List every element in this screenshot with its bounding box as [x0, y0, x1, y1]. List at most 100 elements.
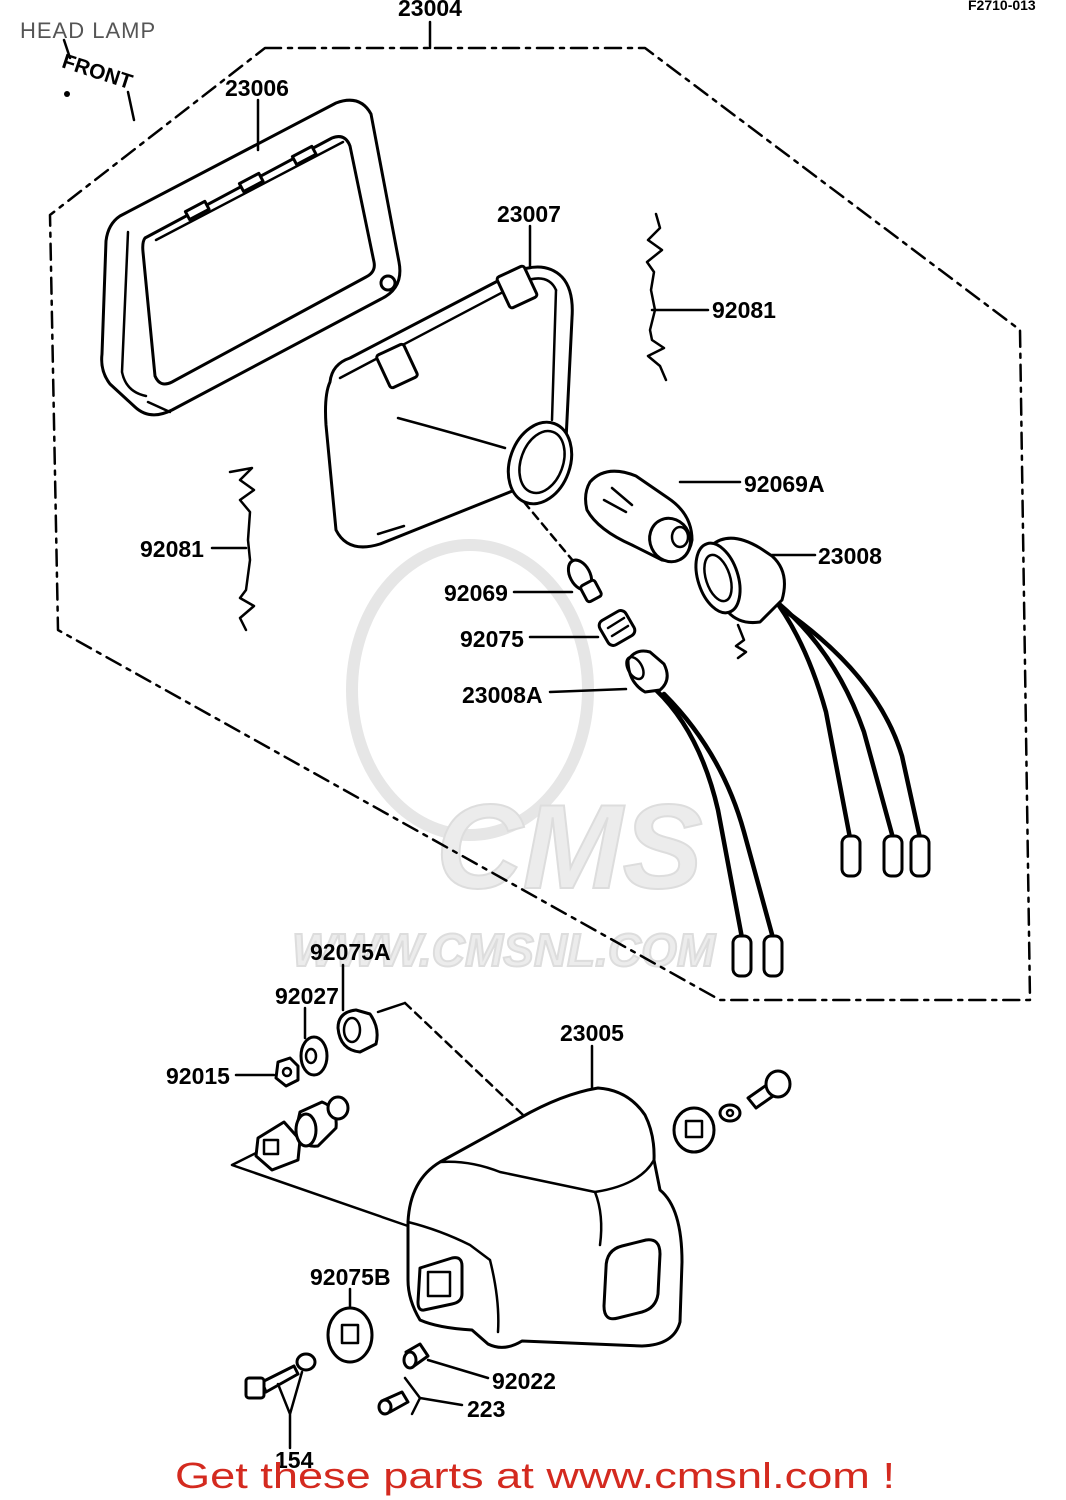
wire-terminal: [840, 834, 862, 878]
diagram-code: F2710-013: [968, 0, 1036, 13]
bulb-socket-ring-inner: [518, 429, 566, 495]
callout-23008A: 23008A: [462, 682, 543, 708]
callout-23004: 23004: [398, 0, 462, 21]
socket-ground-spring: [734, 623, 748, 660]
grommet-hole: [342, 1016, 362, 1044]
housing-side-window: [602, 1238, 662, 1321]
screw-head: [377, 1398, 393, 1416]
diagram-title: HEAD LAMP: [20, 18, 156, 43]
callout-23008: 23008: [818, 543, 882, 569]
rim-depth-line: [120, 230, 148, 398]
mount-cap: [326, 1095, 350, 1121]
assembly-boundary-23004: [48, 46, 1032, 1002]
wire: [661, 691, 776, 941]
position-lamp-socket: [625, 649, 784, 978]
rim-tab: [183, 199, 211, 222]
mount-line: [230, 1148, 410, 1228]
mount-bracket-hole: [262, 1138, 280, 1156]
leader-154: [276, 1370, 304, 1450]
grommet-92075A: [336, 1008, 379, 1054]
front-tag-arrow: [62, 38, 72, 60]
leader-23008A: [548, 687, 628, 694]
rim-tab: [237, 171, 265, 194]
wire-terminal: [909, 834, 931, 878]
washer-body: [295, 1352, 317, 1372]
housing-square-hole: [416, 1256, 464, 1312]
wire: [781, 607, 923, 841]
callout-92027: 92027: [275, 983, 339, 1009]
grommet-body: [326, 1306, 374, 1364]
reflector-edge: [550, 288, 558, 422]
rim-bottom-clip: [146, 400, 172, 414]
bolt-154: [244, 1352, 317, 1400]
headlamp-housing: [406, 1086, 684, 1349]
head-lamp-rim: [100, 98, 402, 417]
reflector-clip: [375, 342, 419, 390]
callout-92015: 92015: [166, 1063, 230, 1089]
callout-23006: 23006: [225, 75, 289, 101]
grommet-hole: [684, 1119, 704, 1139]
headlamp-bulb: [584, 469, 694, 564]
nut-hole: [281, 1066, 293, 1078]
reflector-clip: [495, 264, 539, 310]
screw-head: [402, 1350, 418, 1370]
headlamp-socket: [694, 536, 931, 878]
watermark: CMS WWW.CMSNL.COM: [291, 539, 718, 977]
screw-92022: [402, 1342, 430, 1370]
right-mount-hardware: [672, 1069, 792, 1154]
lens-reflector-unit: [324, 264, 574, 549]
nut-body: [274, 1056, 300, 1088]
front-tag-bar: [126, 90, 136, 122]
wire-terminal: [731, 934, 753, 978]
grommet-92075: [597, 609, 637, 647]
housing-square-hole-inner: [426, 1270, 452, 1298]
socket-face: [694, 541, 742, 615]
wire-terminal: [762, 934, 784, 978]
housing-corner-edge: [593, 1190, 603, 1247]
spring-left: [228, 466, 256, 632]
callout-23005: 23005: [560, 1020, 624, 1046]
washer-hole: [725, 1108, 735, 1118]
grommet-body: [672, 1106, 716, 1154]
rim-tab: [290, 144, 318, 167]
grommet-hole: [340, 1323, 360, 1345]
grommet-ribs: [606, 616, 630, 638]
screw-223: [377, 1390, 410, 1416]
front-tag: FRONT: [59, 38, 136, 122]
callout-92075A: 92075A: [310, 939, 391, 965]
bolt-head: [764, 1069, 792, 1099]
washer-body: [299, 1035, 329, 1077]
left-mount-hardware: [254, 1095, 350, 1172]
wire-terminal: [882, 834, 904, 878]
callout-92075: 92075: [460, 626, 524, 652]
position-bulb: [566, 558, 603, 604]
callout-92069A: 92069A: [744, 471, 825, 497]
grommet-body: [597, 609, 637, 647]
footer-promo-text: Get these parts at www.cmsnl.com !: [175, 1455, 895, 1496]
bulb-base-contact: [670, 525, 690, 549]
rim-clip: [379, 274, 397, 292]
watermark-url-text: WWW.CMSNL.COM: [292, 924, 717, 976]
reflector-notch: [376, 524, 406, 536]
leader-92022: [426, 1358, 490, 1380]
callout-154: 154: [275, 1447, 314, 1473]
callout-92022: 92022: [492, 1368, 556, 1394]
spring-right: [645, 212, 668, 382]
reflector-contour: [396, 416, 507, 450]
bulb-base: [648, 516, 692, 564]
washer-body: [718, 1103, 742, 1123]
leader-223: [403, 1376, 464, 1416]
rim-inner: [141, 135, 376, 386]
washer-92027: [299, 1035, 329, 1077]
callout-92081-left: 92081: [140, 536, 204, 562]
socket-face-inner: [703, 553, 733, 603]
position-bulb-base: [579, 578, 603, 604]
nut-92015: [274, 1056, 300, 1088]
mount-collar-face: [294, 1112, 318, 1148]
grommet-92075B: [326, 1306, 374, 1364]
wire: [775, 600, 896, 841]
bolt-head: [244, 1376, 266, 1400]
callout-223: 223: [467, 1396, 505, 1422]
callout-92075B: 92075B: [310, 1264, 391, 1290]
